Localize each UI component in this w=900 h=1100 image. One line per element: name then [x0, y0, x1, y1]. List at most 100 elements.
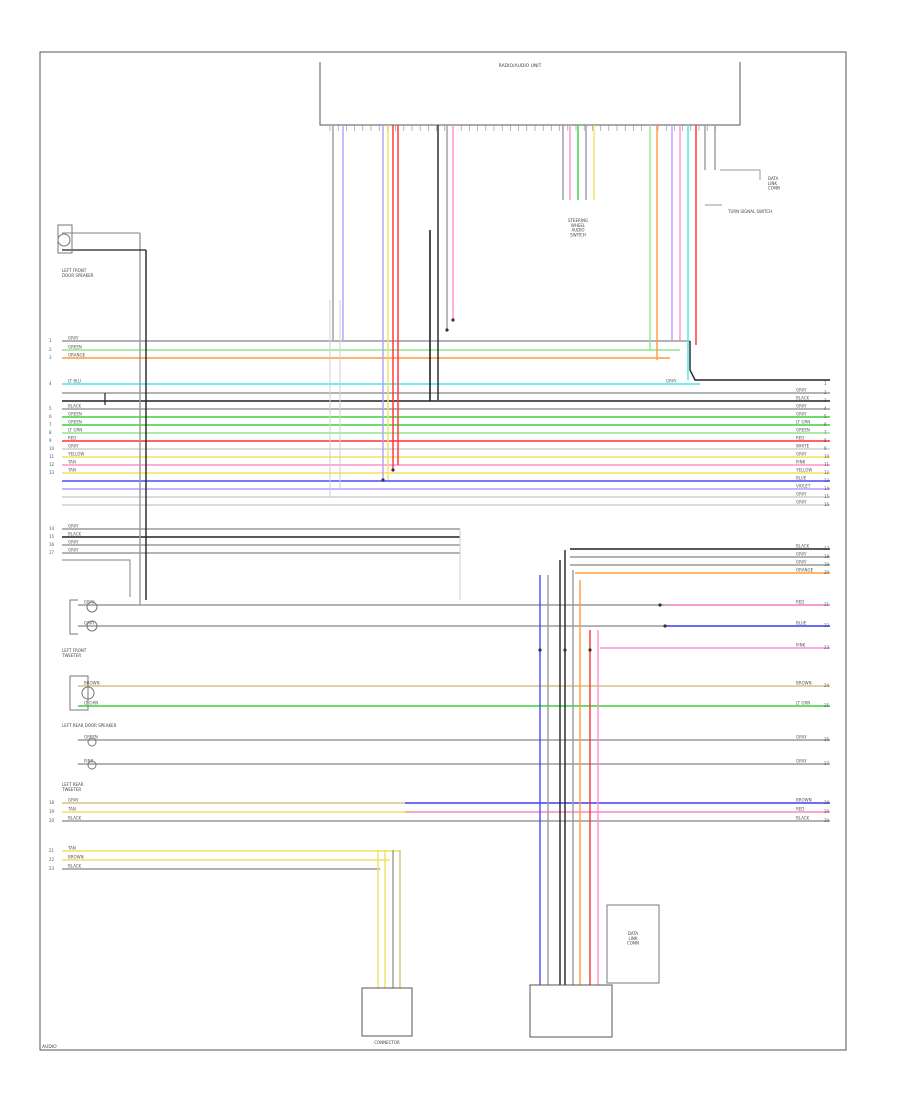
right-pin-number: 14 — [824, 486, 830, 491]
footer-label: AUDIO — [42, 1044, 57, 1050]
left-rear-speaker — [69, 675, 95, 711]
left-pin-number: 17 — [49, 550, 55, 555]
right-pin-number: 20 — [824, 570, 830, 575]
bus-wire-right-label: RED — [796, 600, 804, 605]
bus-wire-left-label: LT BLU — [68, 379, 81, 384]
right-pin-number: 23 — [824, 645, 830, 650]
bus-wire-right-label: GRAY — [796, 500, 807, 505]
bus-wire-left-label: TAN — [67, 460, 76, 465]
bus-wire-left-label: LT GRN — [84, 701, 98, 706]
bus-wire-right-label: GRAY — [796, 560, 807, 565]
bus-wire-right-label: BLUE — [796, 621, 807, 626]
junction-dot — [663, 624, 667, 628]
left-pin-number: 11 — [49, 454, 55, 459]
left-pin-number: 5 — [49, 406, 52, 411]
bus-wire-right-label: WHITE — [796, 444, 810, 449]
bus-wire-right-label: RED — [796, 807, 804, 812]
bus-wire-left-label: GRAY — [68, 336, 79, 341]
bus-wire-left-label: TAN — [67, 807, 76, 812]
bus-wire-left-label: GRAY — [68, 444, 79, 449]
junction-dot — [445, 328, 449, 332]
bus-wire-right-label: BLACK — [796, 544, 810, 549]
junction-dot — [391, 468, 395, 472]
left-pin-number: 4 — [49, 381, 52, 386]
junction-dot — [658, 603, 662, 607]
left-pin-number: 12 — [49, 462, 55, 467]
bus-wire-left-label: GRAY — [68, 548, 79, 553]
bus-wire-left-label: GREEN — [84, 735, 98, 740]
left-pin-number: 23 — [49, 866, 55, 871]
top-unit-label: RADIO/AUDIO UNIT — [499, 63, 542, 69]
right-pin-number: 9 — [824, 446, 827, 451]
bus-wire-right-label: GRAY — [796, 452, 807, 457]
left-pin-number: 10 — [49, 446, 55, 451]
bus-wire-left-label: ORANGE — [68, 353, 86, 358]
bus-wire-right-label: GRAY — [796, 552, 807, 557]
bus-wire-right-label: PINK — [796, 460, 806, 465]
bus-wire-left-label: GRAY — [68, 540, 79, 545]
bus-wire-right-label: LT GRN — [796, 420, 810, 425]
bus-wire-right-label: GRAY — [666, 379, 677, 384]
bus-wire-left-label: GREEN — [68, 345, 82, 350]
right-pin-number: 2 — [824, 390, 827, 395]
bus-wire-left-label: YELLOW — [67, 452, 84, 457]
bus-wire-right-label: YELLOW — [795, 468, 812, 473]
wires: GRAY GREEN ORANGE LT BLU GRAY GRAY BLACK BLACK G… — [62, 125, 830, 989]
bus-wire-right-label: BROWN — [796, 798, 812, 803]
left-pin-number: 13 — [49, 470, 55, 475]
right-pin-number: 5 — [824, 414, 827, 419]
left-pin-number: 18 — [49, 800, 55, 805]
bus-wire-right-label: GRAY — [796, 388, 807, 393]
ext2-label: TURN SIGNAL SWITCH — [727, 209, 772, 214]
bottom-connector: CONNECTOR — [361, 987, 413, 1045]
right-pin-number: 29 — [824, 809, 830, 814]
left-rear-speaker-label: LEFT REAR DOOR SPEAKER — [62, 723, 117, 728]
left-pin-number: 9 — [49, 438, 52, 443]
right-pin-number: 11 — [824, 462, 830, 467]
left-pin-number: 2 — [49, 347, 52, 352]
left-pin-number: 22 — [49, 857, 55, 862]
bus-wire-right-label: PINK — [796, 643, 806, 648]
right-pin-number: 15 — [824, 494, 830, 499]
bus-wire-left-label: GREEN — [68, 412, 82, 417]
bus-wire-right-label: BLACK — [796, 396, 810, 401]
right-pin-number: 1 — [824, 381, 827, 386]
right-pin-number: 21 — [824, 602, 830, 607]
right-pin-number: 4 — [824, 406, 827, 411]
junction-dot — [451, 318, 455, 322]
bus-wire-left-label: BLACK — [68, 404, 82, 409]
bus-wire-right-label: GREEN — [796, 428, 810, 433]
left-pin-number: 19 — [49, 809, 55, 814]
left-pin-number: 16 — [49, 542, 55, 547]
left-pin-number: 1 — [49, 338, 52, 343]
right-pin-number: 16 — [824, 502, 830, 507]
bus-wire-left-label: BLACK — [68, 532, 82, 537]
right-pin-number: 3 — [824, 398, 827, 403]
top-unit-pins — [329, 125, 716, 131]
right-pin-number: 22 — [824, 623, 830, 628]
right-pin-number: 25 — [824, 703, 830, 708]
bus-wire-left-label: RED — [68, 436, 76, 441]
bus-wire-left-label: BLACK — [68, 864, 82, 869]
right-pin-number: 8 — [824, 438, 827, 443]
bus-wire-left-label: PINK — [84, 759, 94, 764]
right-pin-number: 13 — [824, 478, 830, 483]
right-pin-number: 7 — [824, 430, 827, 435]
bottom-connector-label: CONNECTOR — [374, 1040, 400, 1045]
bus-wire-left-label: GRAY — [84, 600, 95, 605]
left-pin-number: 14 — [49, 526, 55, 531]
bus-wire-right-label: RED — [796, 436, 804, 441]
left-pin-number: 7 — [49, 422, 52, 427]
bus-wire-left-label: TAN — [67, 846, 76, 851]
right-pin-number: 10 — [824, 454, 830, 459]
right-pin-number: 12 — [824, 470, 830, 475]
